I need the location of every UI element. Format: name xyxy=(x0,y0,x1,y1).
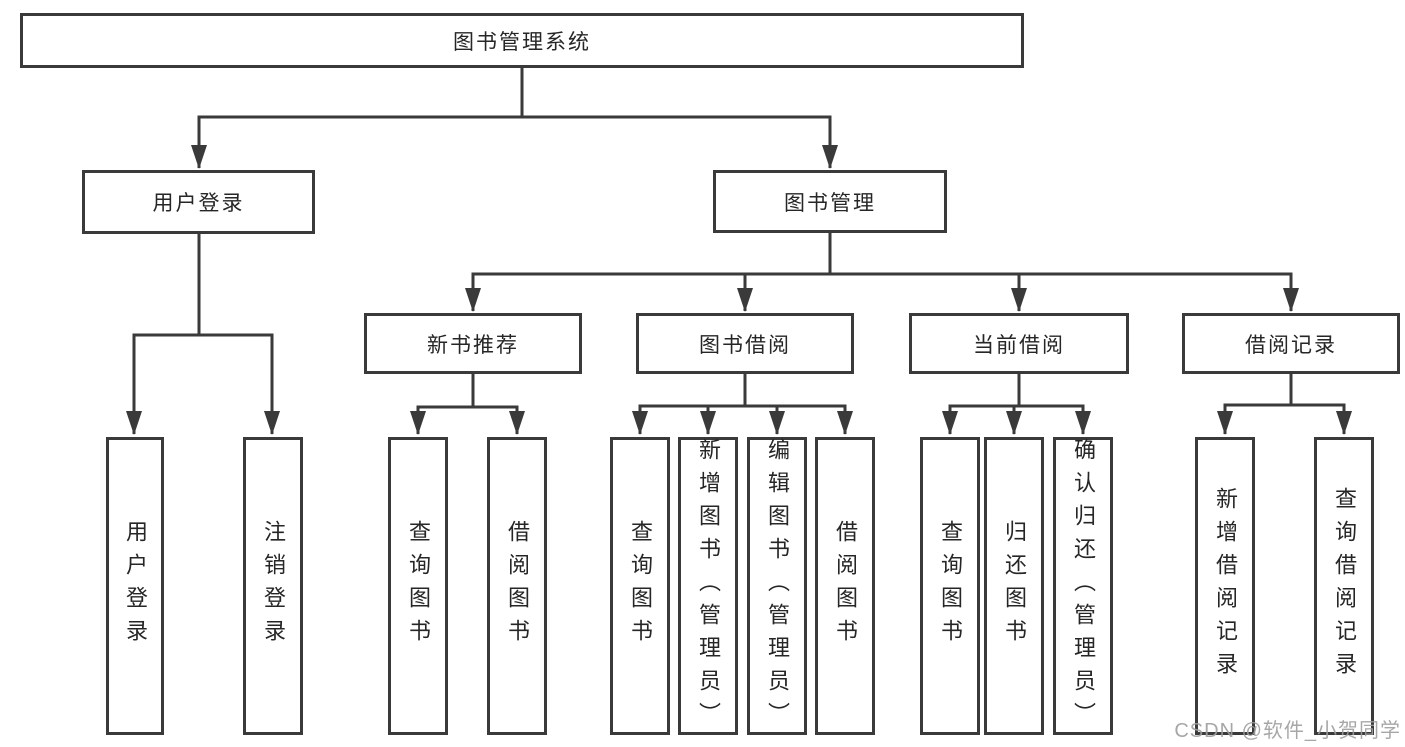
node-borrowing-records-label: 借阅记录 xyxy=(1245,333,1337,357)
node-current-borrowing-label: 当前借阅 xyxy=(973,333,1065,357)
leaf-borrow-query-books: 查询图书 xyxy=(610,437,670,735)
node-book-borrowing: 图书借阅 xyxy=(636,313,854,374)
node-book-management-label: 图书管理 xyxy=(784,191,876,215)
csdn-watermark: CSDN @软件_小贺同学 xyxy=(1174,720,1401,742)
leaf-edit-books-admin: 编辑图书（管理员） xyxy=(747,437,807,735)
leaf-current-query-books-label: 查询图书 xyxy=(938,520,963,652)
leaf-add-borrow-record: 新增借阅记录 xyxy=(1195,437,1255,735)
leaf-borrow-query-books-label: 查询图书 xyxy=(628,520,653,652)
node-borrowing-records: 借阅记录 xyxy=(1182,313,1400,374)
leaf-edit-books-admin-label: 编辑图书（管理员） xyxy=(765,437,790,735)
leaf-user-login: 用户登录 xyxy=(106,437,164,735)
node-current-borrowing: 当前借阅 xyxy=(909,313,1129,374)
leaf-query-borrow-record-label: 查询借阅记录 xyxy=(1332,487,1357,685)
leaf-confirm-return-admin: 确认归还（管理员） xyxy=(1053,437,1113,735)
leaf-add-borrow-record-label: 新增借阅记录 xyxy=(1213,487,1238,685)
leaf-borrow-books-label: 借阅图书 xyxy=(833,520,858,652)
node-user-login-label: 用户登录 xyxy=(152,192,245,215)
leaf-current-query-books: 查询图书 xyxy=(920,437,980,735)
leaf-query-borrow-record: 查询借阅记录 xyxy=(1314,437,1374,735)
node-root-label: 图书管理系统 xyxy=(453,30,591,54)
leaf-rec-query-books-label: 查询图书 xyxy=(406,520,431,652)
leaf-logout-label: 注销登录 xyxy=(261,520,286,652)
leaf-rec-borrow-books-label: 借阅图书 xyxy=(505,520,530,652)
leaf-rec-borrow-books: 借阅图书 xyxy=(487,437,547,735)
node-book-borrowing-label: 图书借阅 xyxy=(699,333,791,357)
leaf-logout: 注销登录 xyxy=(243,437,303,735)
node-root: 图书管理系统 xyxy=(20,13,1024,68)
leaf-borrow-books: 借阅图书 xyxy=(815,437,875,735)
node-book-management: 图书管理 xyxy=(713,170,947,233)
leaf-add-books-admin-label: 新增图书（管理员） xyxy=(696,437,721,735)
node-new-book-recommend: 新书推荐 xyxy=(364,313,582,374)
node-user-login: 用户登录 xyxy=(82,170,315,234)
leaf-return-books-label: 归还图书 xyxy=(1002,520,1027,652)
leaf-return-books: 归还图书 xyxy=(984,437,1044,735)
leaf-rec-query-books: 查询图书 xyxy=(388,437,448,735)
leaf-add-books-admin: 新增图书（管理员） xyxy=(678,437,738,735)
node-new-book-recommend-label: 新书推荐 xyxy=(427,333,519,357)
leaf-confirm-return-admin-label: 确认归还（管理员） xyxy=(1071,437,1096,735)
leaf-user-login-label: 用户登录 xyxy=(123,520,148,652)
